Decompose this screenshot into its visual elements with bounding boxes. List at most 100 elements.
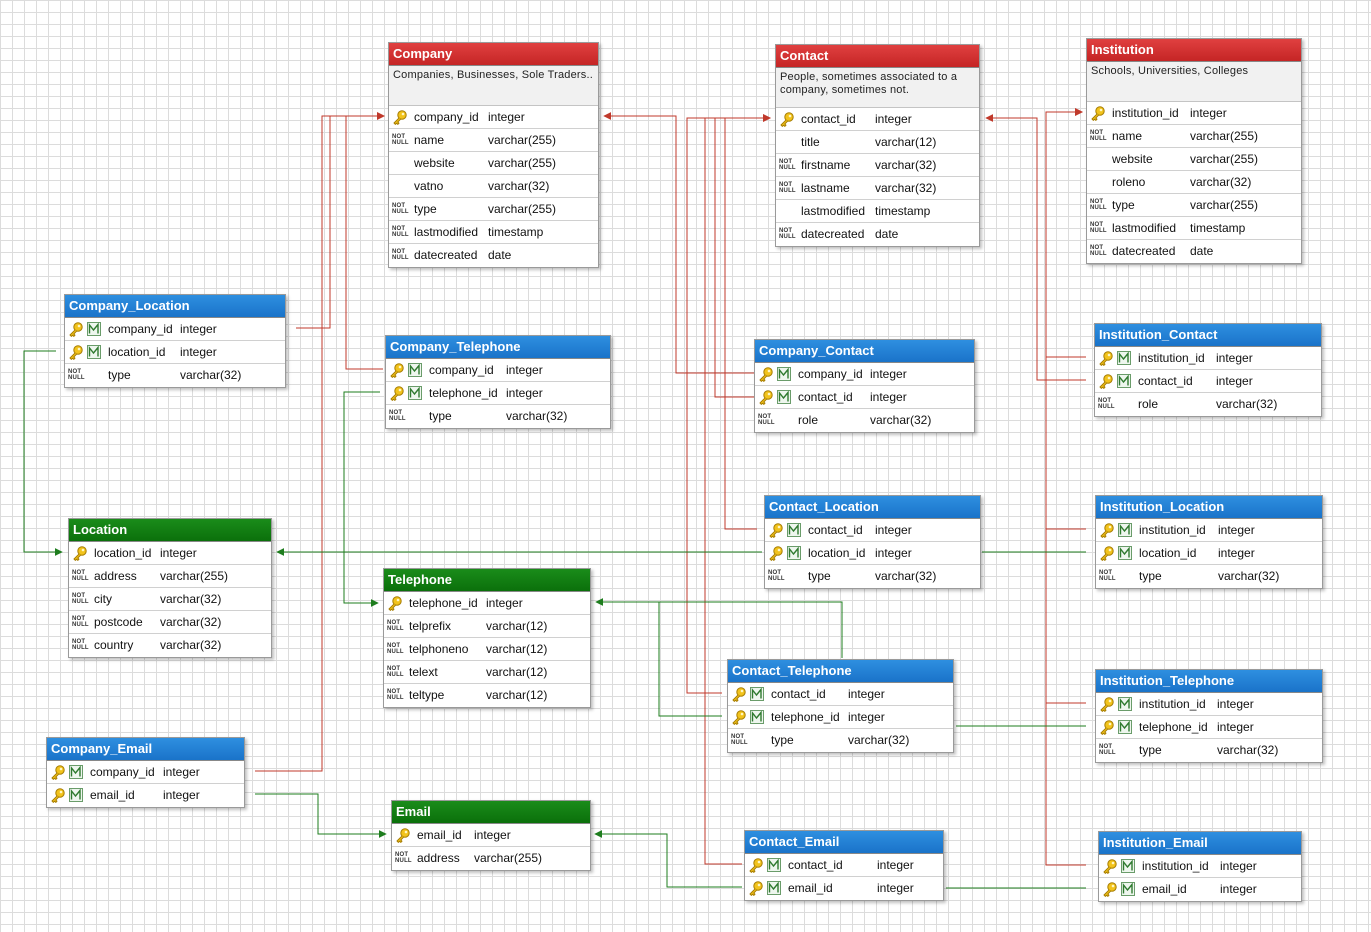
column-row[interactable]: location_id integer — [765, 542, 980, 565]
column-row[interactable]: telephone_id integer — [728, 706, 953, 729]
column-row[interactable]: contact_id integer — [1095, 370, 1321, 393]
column-row[interactable]: company_id integer — [47, 761, 244, 784]
table-company-contact[interactable]: Company_Contact company_id integer conta… — [754, 339, 975, 433]
column-row[interactable]: title varchar(12) — [776, 131, 979, 154]
column-row[interactable]: website varchar(255) — [389, 152, 598, 175]
column-name: country — [94, 638, 134, 652]
table-title[interactable]: Telephone — [384, 569, 590, 592]
table-company-location[interactable]: Company_Location company_id integer loca… — [64, 294, 286, 388]
column-row[interactable]: telephone_id integer — [1096, 716, 1322, 739]
table-title[interactable]: Company_Email — [47, 738, 244, 761]
column-row[interactable]: institution_id integer — [1096, 519, 1322, 542]
column-row[interactable]: company_id integer — [65, 318, 285, 341]
column-type: integer — [870, 367, 907, 381]
column-row[interactable]: company_id integer — [386, 359, 610, 382]
table-title[interactable]: Company_Contact — [755, 340, 974, 363]
table-contact-location[interactable]: Contact_Location contact_id integer loca… — [764, 495, 981, 589]
column-row[interactable]: contact_id integer — [776, 108, 979, 131]
column-row[interactable]: company_id integer — [389, 106, 598, 129]
table-title[interactable]: Company_Location — [65, 295, 285, 318]
column-row[interactable]: website varchar(255) — [1087, 148, 1301, 171]
table-title[interactable]: Location — [69, 519, 271, 542]
table-institution-telephone[interactable]: Institution_Telephone institution_id int… — [1095, 669, 1323, 763]
table-contact-telephone[interactable]: Contact_Telephone contact_id integer tel… — [727, 659, 954, 753]
table-title[interactable]: Institution_Telephone — [1096, 670, 1322, 693]
table-title[interactable]: Company — [389, 43, 598, 66]
table-institution-email[interactable]: Institution_Email institution_id integer… — [1098, 831, 1302, 902]
table-institution-contact[interactable]: Institution_Contact institution_id integ… — [1094, 323, 1322, 417]
column-row[interactable]: institution_id integer — [1099, 855, 1301, 878]
table-title[interactable]: Contact_Email — [745, 831, 943, 854]
column-row[interactable]: location_id integer — [1096, 542, 1322, 565]
column-row[interactable]: contact_id integer — [745, 854, 943, 877]
column-row[interactable]: vatno varchar(32) — [389, 175, 598, 198]
column-row[interactable]: location_id integer — [65, 341, 285, 364]
column-row[interactable]: lastmodified timestamp — [776, 200, 979, 223]
column-row[interactable]: contact_id integer — [755, 386, 974, 409]
column-row[interactable]: contact_id integer — [728, 683, 953, 706]
column-row[interactable]: location_id integer — [69, 542, 271, 565]
column-row[interactable]: institution_id integer — [1096, 693, 1322, 716]
key-icon — [390, 363, 404, 378]
table-title[interactable]: Contact_Location — [765, 496, 980, 519]
table-title[interactable]: Contact_Telephone — [728, 660, 953, 683]
column-row[interactable]: email_id integer — [1099, 878, 1301, 901]
column-type: varchar(32) — [875, 158, 937, 172]
column-row[interactable]: telephone_id integer — [384, 592, 590, 615]
table-title[interactable]: Email — [392, 801, 590, 824]
column-row[interactable]: institution_id integer — [1095, 347, 1321, 370]
column-row[interactable]: email_id integer — [745, 877, 943, 900]
table-title[interactable]: Institution_Email — [1099, 832, 1301, 855]
table-title[interactable]: Institution_Contact — [1095, 324, 1321, 347]
column-row[interactable]: company_id integer — [755, 363, 974, 386]
table-company-email[interactable]: Company_Email company_id integer email_i… — [46, 737, 245, 808]
table-institution-location[interactable]: Institution_Location institution_id inte… — [1095, 495, 1323, 589]
table-company-telephone[interactable]: Company_Telephone company_id integer tel… — [385, 335, 611, 429]
table-title[interactable]: Company_Telephone — [386, 336, 610, 359]
column-row[interactable]: email_id integer — [392, 824, 590, 847]
table-title[interactable]: Institution — [1087, 39, 1301, 62]
column-row[interactable]: institution_id integer — [1087, 102, 1301, 125]
table-title[interactable]: Contact — [776, 45, 979, 68]
column-row[interactable]: roleno varchar(32) — [1087, 171, 1301, 194]
table-title[interactable]: Institution_Location — [1096, 496, 1322, 519]
table-contact-email[interactable]: Contact_Email contact_id integer email_i… — [744, 830, 944, 901]
column-row[interactable]: contact_id integer — [765, 519, 980, 542]
column-row[interactable]: email_id integer — [47, 784, 244, 807]
column-row[interactable]: telephone_id integer — [386, 382, 610, 405]
